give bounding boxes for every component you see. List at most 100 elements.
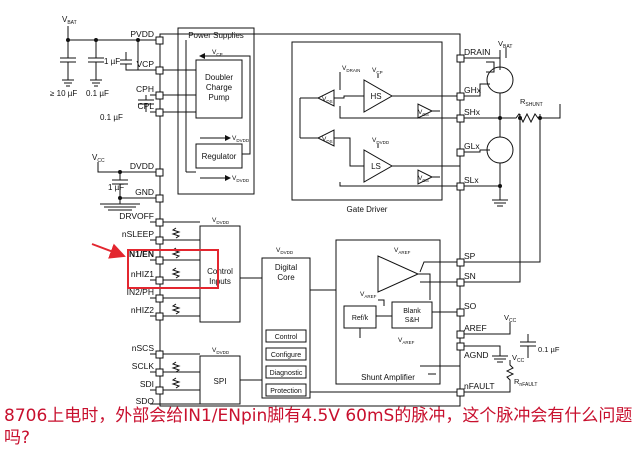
internal-voltage-labels: VCP VDVDD VDVDD VDRAIN VCP VDVDD VDS VDS… — [212, 49, 429, 355]
in1en-highlight-box — [127, 249, 219, 289]
gate-driver-block — [291, 41, 443, 201]
pin-sn: SN — [464, 271, 476, 281]
vcp-label-1: VCP — [212, 49, 223, 57]
pin-agnd: AGND — [464, 350, 489, 360]
charge-pump-block — [195, 59, 243, 119]
pin-in1en: IN1/EN — [127, 249, 154, 259]
core-item-protection: Protection — [270, 388, 302, 395]
pin-glx: GLx — [464, 141, 480, 151]
varef-label-1: VAREF — [394, 247, 411, 255]
doubler-line-1: Doubler — [205, 73, 233, 82]
vdvdd-label-6: VDVDD — [212, 347, 230, 355]
pin-squares — [155, 36, 465, 397]
pin-shx: SHx — [464, 107, 481, 117]
power-supplies-title: Power Supplies — [188, 31, 244, 40]
vcp-label-2: VCP — [372, 67, 383, 75]
right-external-labels: VBAT RSHUNT VCC 0.1 µF VCC RnFAULT — [498, 39, 560, 388]
vds-label-1: VDS — [322, 96, 333, 104]
refk-label: Ref/k — [352, 315, 369, 322]
pin-nhiz2: nHIZ2 — [131, 305, 154, 315]
pin-in2ph: IN2/PH — [127, 287, 154, 297]
core-configure-box — [265, 347, 307, 361]
cap-1uf-b-label: 1 µF — [108, 183, 124, 192]
spi-label: SPI — [214, 377, 227, 386]
vdvdd-label-5: VDVDD — [276, 247, 294, 255]
varef-label-3: VAREF — [398, 337, 415, 345]
pin-slx: SLx — [464, 175, 479, 185]
pin-vcp: VCP — [137, 59, 155, 69]
regulator-label: Regulator — [202, 152, 237, 161]
block-labels: Power Supplies Doubler Charge Pump Regul… — [188, 31, 421, 395]
pin-drvoff: DRVOFF — [119, 211, 154, 221]
digital-core-line-2: Core — [277, 273, 295, 282]
pin-so: SO — [464, 301, 477, 311]
right-pin-labels: DRAIN GHx SHx GLx SLx SP SN SO AREF AGND… — [464, 47, 495, 391]
cap-1uf-a-label: 1 µF — [104, 57, 120, 66]
ls-label: LS — [371, 162, 381, 171]
pin-drain: DRAIN — [464, 47, 490, 57]
pin-nscs: nSCS — [132, 343, 155, 353]
vdvdd-label-4: VDVDD — [212, 217, 230, 225]
supply-labels: VBAT ≥ 10 µF 0.1 µF 1 µF 0.1 µF VCC 1 µF — [50, 15, 124, 192]
pin-sdo: SDO — [136, 396, 155, 406]
hs-label: HS — [370, 92, 381, 101]
pin-nfault: nFAULT — [464, 381, 495, 391]
cap-01uf-b-label: 0.1 µF — [100, 113, 123, 122]
pin-cpl: CPL — [137, 101, 154, 111]
pin-nhiz1: nHIZ1 — [131, 269, 154, 279]
rshunt-label: RSHUNT — [520, 97, 543, 108]
pin-sclk: SCLK — [132, 361, 155, 371]
pin-nsleep: nSLEEP — [122, 229, 154, 239]
vdvdd-label-1: VDVDD — [232, 135, 250, 143]
core-item-control: Control — [275, 334, 298, 341]
vbat-right-label: VBAT — [498, 39, 512, 50]
vds-label-2: VDS — [322, 136, 333, 144]
vdrain-label: VDRAIN — [342, 65, 360, 73]
core-item-configure: Configure — [271, 352, 301, 359]
vcc-left-label: VCC — [92, 153, 105, 164]
shunt-opamp — [377, 255, 420, 293]
left-pin-labels: PVDD VCP CPH CPL DVDD GND DRVOFF nSLEEP … — [119, 29, 154, 406]
cap-10uf-label: ≥ 10 µF — [50, 89, 77, 98]
vcc-right-label: VCC — [504, 313, 517, 324]
core-diagnostic-box — [265, 365, 307, 379]
rnfault-label: RnFAULT — [514, 377, 537, 388]
vgs-label-1: VGS — [418, 109, 429, 117]
pin-pvdd: PVDD — [130, 29, 154, 39]
regulator-block — [195, 143, 243, 169]
core-item-diagnostic: Diagnostic — [270, 370, 303, 377]
pin-dvdd: DVDD — [130, 161, 154, 171]
pin-sdi: SDI — [140, 379, 154, 389]
vgs-label-2: VGS — [418, 175, 429, 183]
blank-line-1: Blank — [403, 308, 421, 315]
varef-label-2: VAREF — [360, 291, 377, 299]
vdvdd-label-3: VDVDD — [372, 137, 390, 145]
cap-01uf-a-label: 0.1 µF — [86, 89, 109, 98]
control-inputs-line-2: Inputs — [209, 277, 231, 286]
in1en-arrow — [91, 243, 126, 259]
pin-sp: SP — [464, 251, 476, 261]
blank-sh-block — [391, 301, 433, 329]
blank-line-2: S&H — [405, 317, 419, 324]
gate-driver-title: Gate Driver — [347, 205, 388, 214]
control-inputs-block — [199, 225, 241, 323]
core-protection-box — [265, 383, 307, 397]
vdvdd-label-2: VDVDD — [232, 175, 250, 183]
power-supplies-block — [177, 27, 255, 195]
vbat-label: VBAT — [62, 15, 77, 26]
pin-cph: CPH — [136, 84, 154, 94]
pin-ghx: GHx — [464, 85, 482, 95]
doubler-line-2: Charge — [206, 83, 233, 92]
doubler-line-3: Pump — [209, 93, 230, 102]
question-text: 8706上电时，外部会给IN1/ENpin脚有4.5V 60mS的脉冲，这个脉冲… — [4, 406, 633, 448]
wiring — [60, 26, 561, 407]
digital-core-line-1: Digital — [275, 263, 297, 272]
cap-01uf-right-label: 0.1 µF — [538, 345, 560, 354]
shunt-amplifier-title: Shunt Amplifier — [361, 373, 415, 382]
control-inputs-line-1: Control — [207, 267, 233, 276]
pin-gnd: GND — [135, 187, 154, 197]
digital-core-block — [261, 257, 311, 399]
vcc-nfault-label: VCC — [512, 353, 525, 364]
core-control-box — [265, 329, 307, 343]
